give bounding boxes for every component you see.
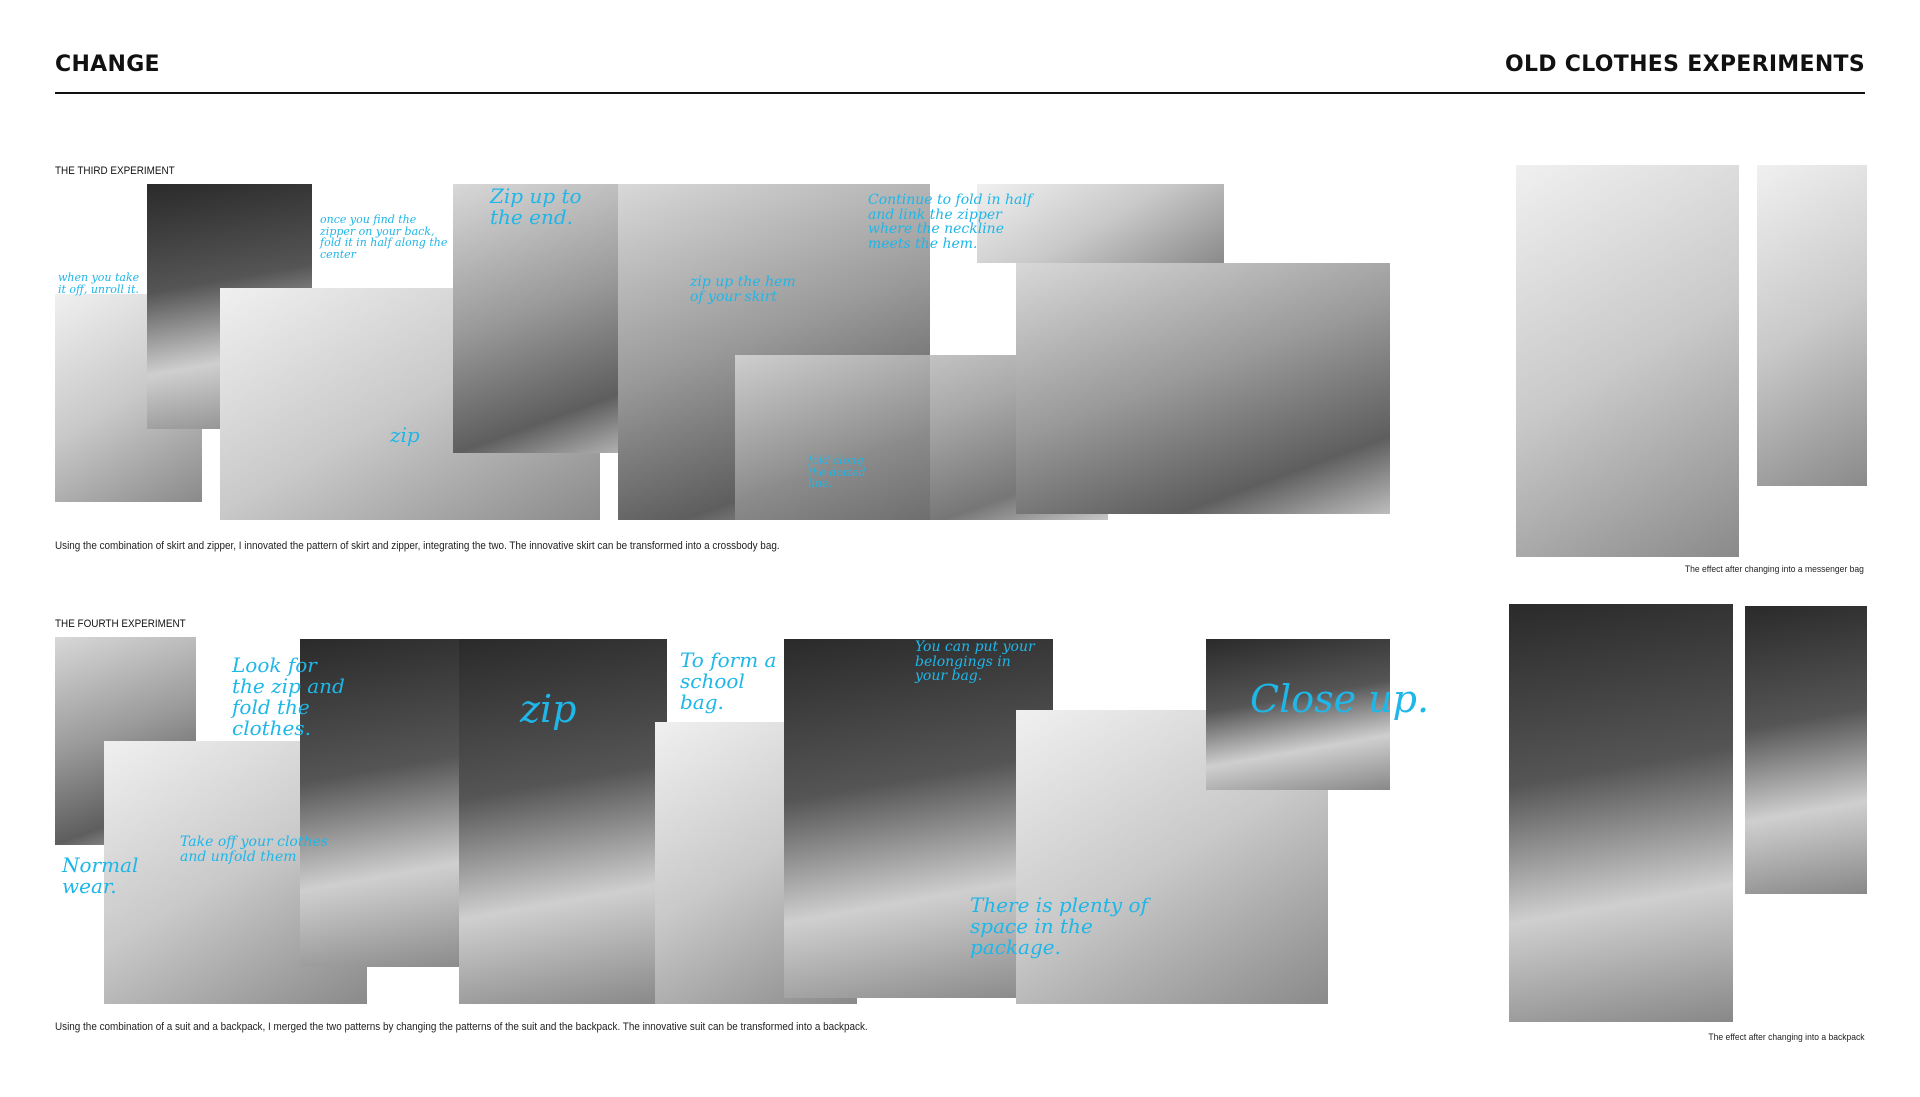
annotation: Take off your clothes and unfold them	[180, 834, 328, 865]
annotation: once you find the zipper on your back, f…	[320, 213, 448, 261]
annotation: zip	[520, 687, 577, 731]
messenger-bag-side-photo	[1757, 165, 1867, 486]
annotation: You can put your belongings in your bag.	[915, 639, 1035, 685]
photo-step-4	[459, 639, 667, 1004]
backpack-back-photo	[1509, 604, 1733, 1022]
third-experiment-label: THE THIRD EXPERIMENT	[55, 165, 175, 177]
annotation: when you take it off, unroll it.	[58, 271, 140, 296]
backpack-caption: The effect after changing into a backpac…	[1708, 1032, 1865, 1043]
annotation: Zip up to the end.	[490, 184, 582, 229]
annotation: Close up.	[1250, 677, 1430, 721]
photo-step-8	[1016, 263, 1390, 514]
header-divider	[55, 92, 1865, 94]
photo-step-8	[1206, 639, 1390, 790]
backpack-side-photo	[1745, 606, 1867, 894]
annotation: Normal wear.	[62, 853, 139, 898]
annotation: fold along the dotted line.	[808, 454, 866, 491]
annotation: zip up the hem of your skirt	[690, 274, 796, 305]
annotation: Look for the zip and fold the clothes.	[232, 653, 345, 740]
photo-step-7	[977, 184, 1224, 263]
annotation: There is plenty of space in the package.	[970, 893, 1148, 959]
third-experiment-caption: Using the combination of skirt and zippe…	[55, 540, 780, 552]
messenger-bag-front-photo	[1516, 165, 1739, 557]
photo-step-4	[453, 184, 643, 453]
annotation: Continue to fold in half and link the zi…	[868, 192, 1033, 253]
annotation: zip	[390, 423, 420, 447]
page-title: OLD CLOTHES EXPERIMENTS	[1504, 52, 1865, 77]
section-title: CHANGE	[55, 52, 160, 77]
messenger-bag-caption: The effect after changing into a messeng…	[1684, 564, 1864, 575]
photo-step-3	[300, 639, 484, 967]
fourth-experiment-caption: Using the combination of a suit and a ba…	[55, 1021, 868, 1033]
fourth-experiment-label: THE FOURTH EXPERIMENT	[55, 618, 186, 630]
photo-step-6	[784, 639, 1053, 998]
annotation: To form a school bag.	[680, 648, 777, 714]
